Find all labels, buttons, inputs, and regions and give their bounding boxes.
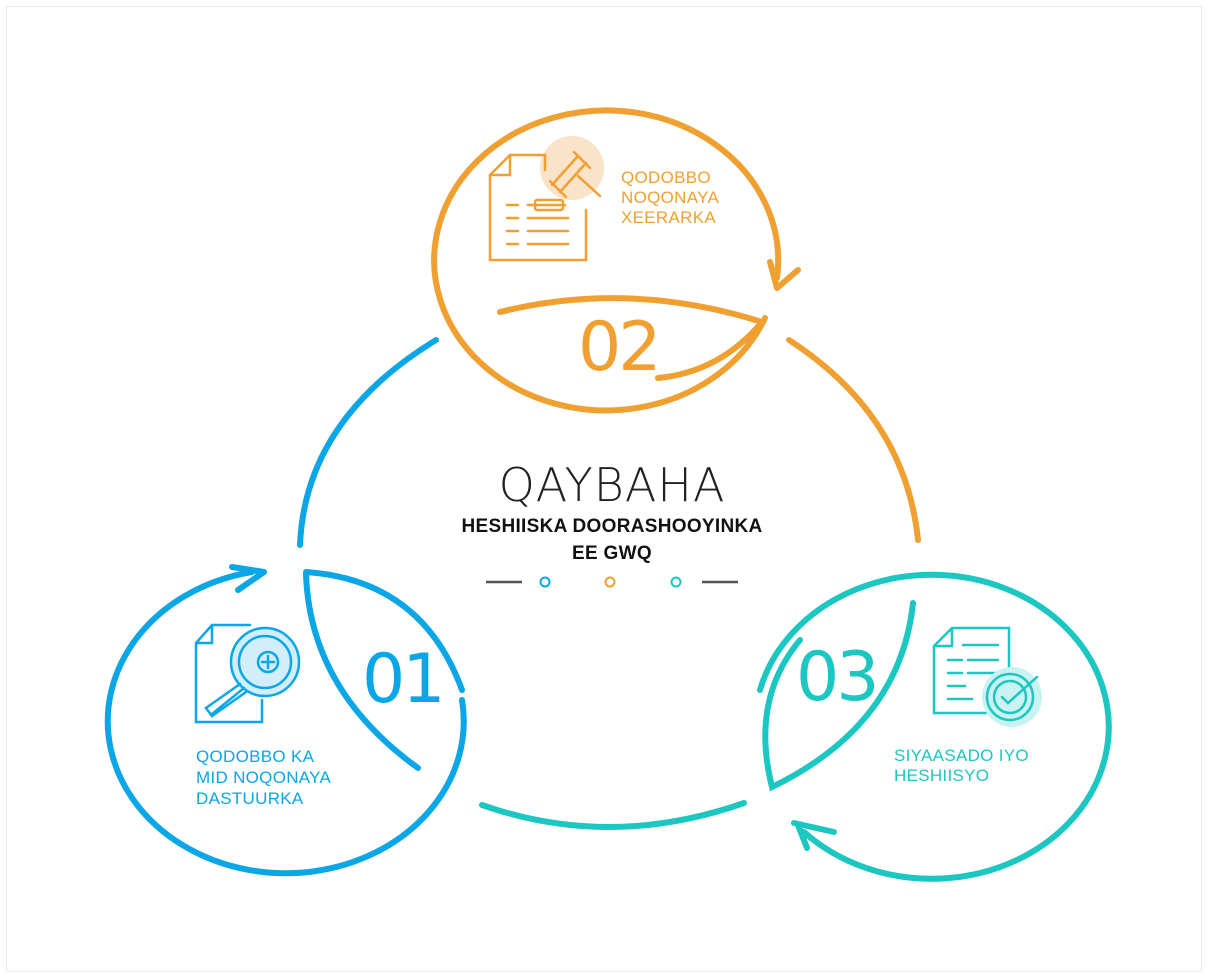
step-label-01-line-1: QODOBBO KA — [196, 747, 315, 766]
step-label-03-line-2: HESHIISYO — [894, 766, 989, 785]
divider-dot-orange — [604, 576, 616, 588]
step-number-03: 03 — [796, 638, 877, 717]
step-label-02-line-3: XEERARKA — [621, 208, 716, 227]
step-label-01-line-2: MID NOQONAYA — [196, 768, 332, 787]
page-title: QAYBAHA — [499, 458, 726, 512]
page-frame — [6, 6, 1202, 972]
loop-02-circle — [431, 107, 782, 414]
loop-02-inner-arc — [497, 295, 768, 381]
ring-arc-blue — [297, 337, 439, 548]
step-label-01-line-3: DASTUURKA — [196, 789, 304, 808]
step-label-03-line-1: SIYAASADO IYO — [894, 746, 1029, 765]
document-gavel-icon — [488, 136, 604, 262]
step-label-01: QODOBBO KA MID NOQONAYA DASTUURKA — [196, 747, 332, 808]
ring-arc-teal — [479, 800, 747, 830]
loop-03-circle — [757, 571, 1112, 882]
loop-02-arrowhead — [767, 259, 801, 291]
title-divider — [486, 576, 738, 588]
divider-dot-blue — [539, 576, 551, 588]
step-label-02: QODOBBO NOQONAYA XEERARKA — [621, 168, 719, 227]
document-check-icon — [932, 626, 1042, 727]
loop-01-arrowhead — [229, 564, 267, 593]
subtitle-line-2: EE GWQ — [572, 543, 652, 564]
loop-03-arrowhead — [791, 820, 837, 851]
loop-01-circle — [104, 569, 467, 877]
step-number-02: 02 — [578, 308, 659, 387]
divider-dot-teal — [670, 576, 682, 588]
loop-03-inner-arc — [762, 600, 916, 792]
subtitle-line-1: HESHIISKA DOORASHOOYINKA — [461, 516, 762, 537]
document-search-icon — [194, 623, 301, 724]
loop-01-inner-arc — [303, 569, 465, 771]
step-label-03: SIYAASADO IYO HESHIISYO — [894, 746, 1029, 785]
step-label-02-line-1: QODOBBO — [621, 168, 711, 187]
step-number-01: 01 — [362, 640, 443, 719]
ring-arc-orange — [786, 337, 921, 543]
step-label-02-line-2: NOQONAYA — [621, 188, 719, 207]
